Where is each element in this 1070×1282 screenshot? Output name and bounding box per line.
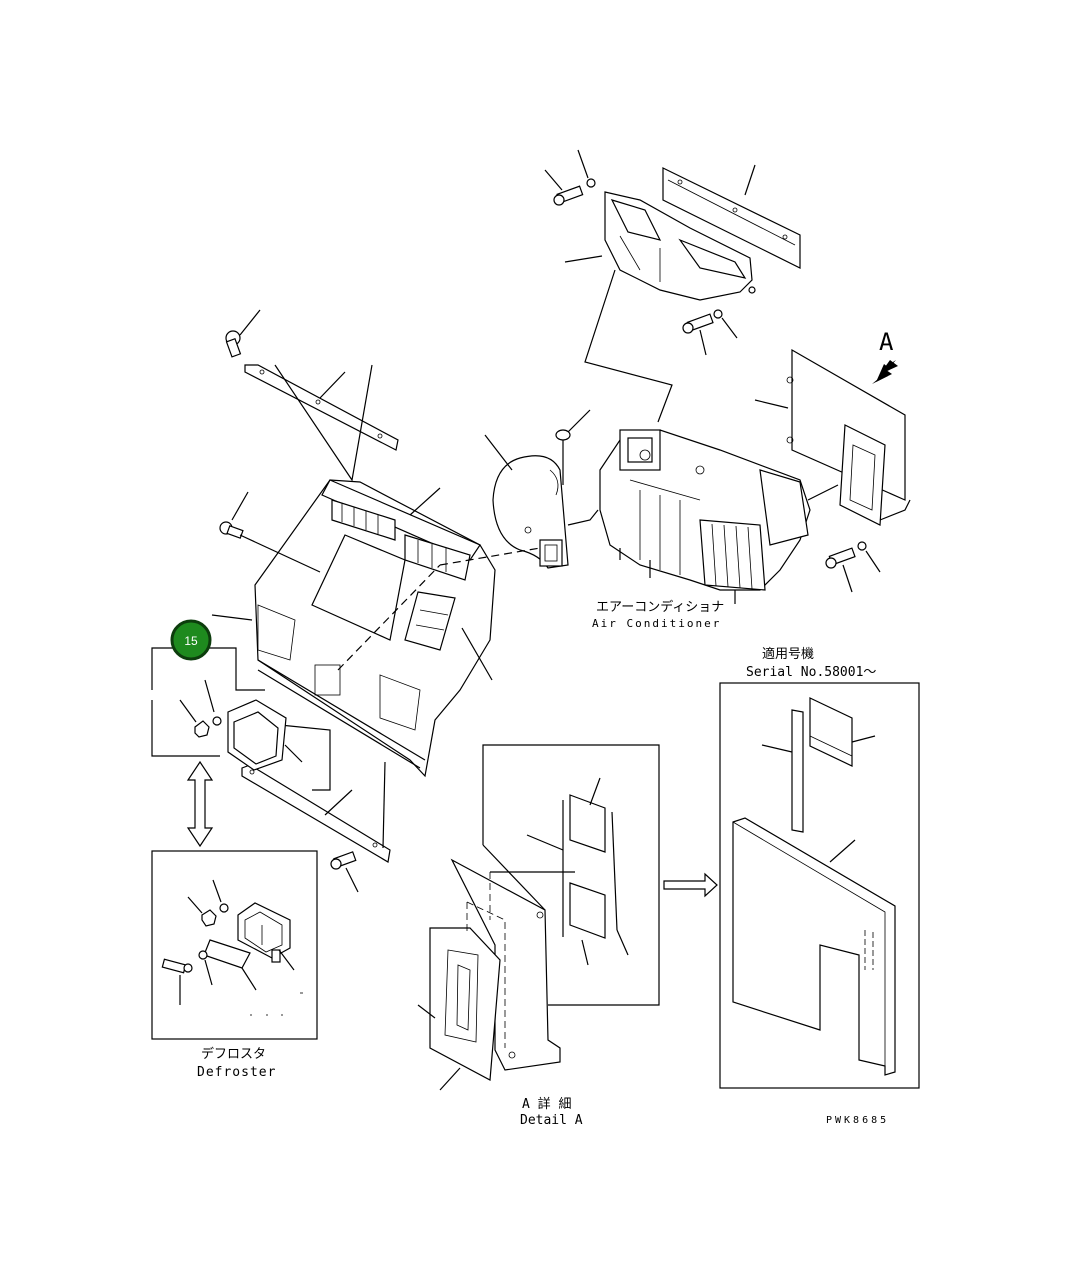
right-cover-panel: A <box>754 328 911 526</box>
callout-15[interactable]: 15 <box>170 619 212 661</box>
washer-icon <box>857 541 867 551</box>
detail-a-label-en: Detail A <box>520 1113 583 1128</box>
double-arrow-icon <box>186 760 214 848</box>
dashboard-console <box>211 309 541 893</box>
drawing-code: PWK8685 <box>826 1115 889 1126</box>
screw-icon <box>161 958 193 974</box>
defroster-top-group <box>151 647 331 791</box>
defroster-label-en: Defroster <box>197 1065 276 1080</box>
view-arrow-icon <box>872 360 898 384</box>
serial-detail-box <box>719 682 920 1089</box>
washer-icon <box>713 309 723 319</box>
defroster-detail-box <box>151 850 318 1040</box>
detail-a-view <box>417 744 660 1091</box>
bolt-icon <box>330 851 357 870</box>
washer-icon <box>586 178 596 188</box>
side-duct <box>484 434 599 569</box>
bolt-icon <box>225 330 242 358</box>
bolt-icon <box>825 547 856 569</box>
air-conditioner-label-jp: エアーコンディショナ <box>596 599 724 615</box>
hollow-right-arrow-icon <box>663 872 718 898</box>
callout-number: 15 <box>184 634 198 648</box>
air-conditioner-label-en: Air Conditioner <box>592 617 721 630</box>
bolt-icon <box>682 313 714 334</box>
air-conditioner-unit <box>555 409 811 604</box>
bolt-icon <box>219 521 244 539</box>
serial-label-en: Serial No.58001～ <box>746 665 876 680</box>
screw-icon <box>555 429 571 485</box>
view-marker-letter: A <box>879 328 894 356</box>
defroster-label-jp: デフロスタ <box>201 1046 266 1062</box>
upper-duct-assembly <box>544 149 801 423</box>
bolt-icon <box>553 185 584 206</box>
serial-label-jp: 適用号機 <box>762 646 814 662</box>
detail-a-label-jp: A 詳 細 <box>522 1096 571 1112</box>
